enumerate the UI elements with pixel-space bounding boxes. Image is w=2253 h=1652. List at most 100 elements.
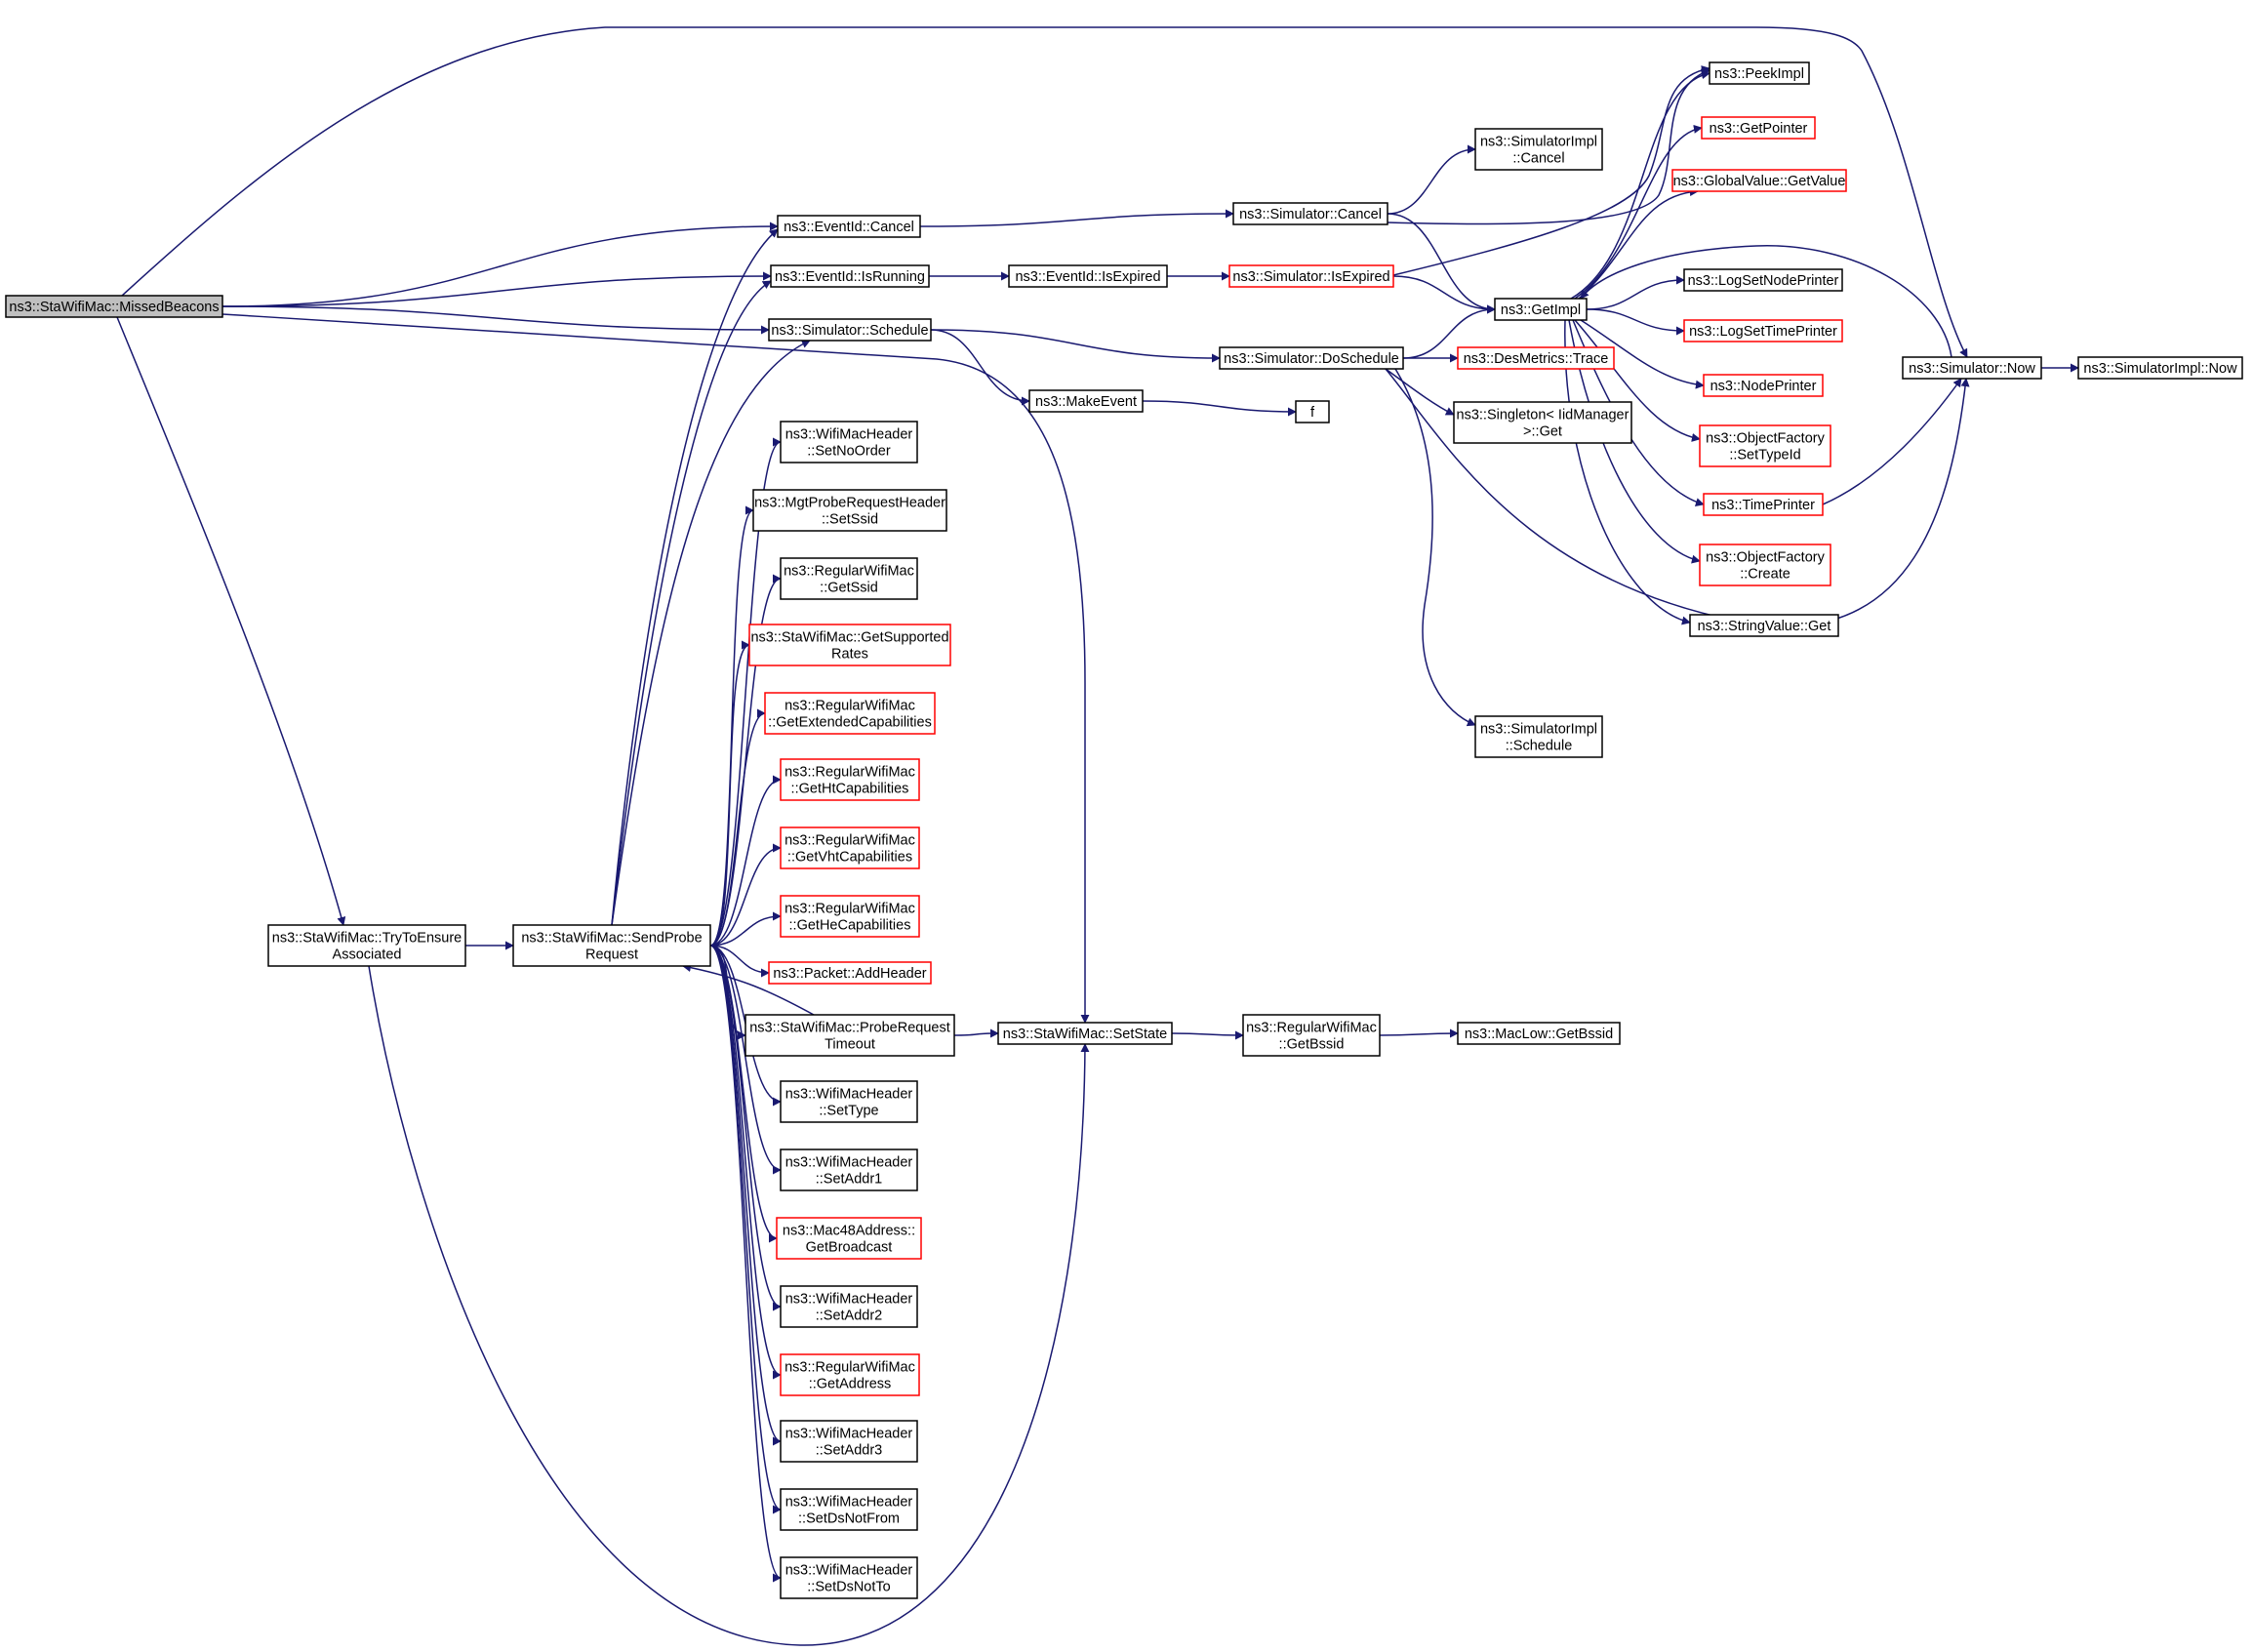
edge-send-to-setssid (709, 505, 754, 947)
node-setssid[interactable]: ns3::MgtProbeRequestHeader::SetSsid (752, 489, 947, 532)
node-box (1683, 319, 1843, 342)
edge-send-to-gethe (709, 911, 782, 947)
node-label: ::GetHeCapabilities (789, 918, 911, 934)
node-schedule[interactable]: ns3::Simulator::Schedule (768, 318, 932, 342)
node-setaddr1[interactable]: ns3::WifiMacHeader::SetAddr1 (780, 1148, 918, 1191)
node-peekimpl[interactable]: ns3::PeekImpl (1709, 61, 1810, 85)
node-maclowbssid[interactable]: ns3::MacLow::GetBssid (1457, 1022, 1621, 1045)
node-timeprinter[interactable]: ns3::TimePrinter (1703, 493, 1824, 516)
node-simimplcancel[interactable]: ns3::SimulatorImpl::Cancel (1474, 128, 1603, 171)
node-layer: ns3::StaWifiMac::MissedBeaconsns3::StaWi… (5, 61, 2243, 1599)
edge-missed-to-schedule (221, 305, 770, 335)
node-stringget[interactable]: ns3::StringValue::Get (1689, 614, 1839, 637)
node-box (780, 1556, 918, 1599)
node-isexpired[interactable]: ns3::EventId::IsExpired (1008, 264, 1168, 288)
node-simcancel[interactable]: ns3::Simulator::Cancel (1232, 202, 1388, 225)
node-simnow[interactable]: ns3::Simulator::Now (1902, 356, 2042, 380)
node-label: ns3::StaWifiMac::GetSupported (750, 630, 948, 646)
node-label: ns3::NodePrinter (1710, 379, 1817, 394)
node-ofsettypeid[interactable]: ns3::ObjectFactory::SetTypeId (1699, 424, 1831, 467)
node-label: >::Get (1523, 424, 1562, 440)
node-label: ns3::StaWifiMac::MissedBeacons (9, 300, 219, 315)
node-evcancel[interactable]: ns3::EventId::Cancel (777, 215, 921, 238)
node-missed[interactable]: ns3::StaWifiMac::MissedBeacons (5, 295, 223, 318)
node-getext[interactable]: ns3::RegularWifiMac::GetExtendedCapabili… (764, 692, 936, 735)
node-box (780, 758, 920, 801)
node-setaddr2[interactable]: ns3::WifiMacHeader::SetAddr2 (780, 1285, 918, 1328)
node-lognodeprinter[interactable]: ns3::LogSetNodePrinter (1683, 268, 1843, 292)
node-label: ns3::WifiMacHeader (785, 1155, 913, 1171)
edge-send-to-setaddr2 (709, 945, 782, 1311)
node-simisexpired[interactable]: ns3::Simulator::IsExpired (1228, 264, 1394, 288)
node-bcast[interactable]: ns3::Mac48Address::GetBroadcast (776, 1217, 922, 1260)
edge-send-to-schedule (611, 340, 811, 926)
node-getssid[interactable]: ns3::RegularWifiMac::GetSsid (780, 557, 918, 600)
node-simimplsched[interactable]: ns3::SimulatorImpl::Schedule (1474, 715, 1603, 758)
node-label: ns3::Simulator::DoSchedule (1224, 351, 1399, 367)
node-box (1028, 389, 1144, 413)
node-getpointer[interactable]: ns3::GetPointer (1701, 116, 1816, 140)
node-singleton[interactable]: ns3::Singleton< IidManager>::Get (1453, 401, 1632, 444)
node-box (1008, 264, 1168, 288)
node-label: ns3::RegularWifiMac (1246, 1021, 1377, 1036)
node-box (768, 961, 932, 985)
node-trace[interactable]: ns3::DesMetrics::Trace (1457, 346, 1615, 370)
node-box (1709, 61, 1810, 85)
node-label: Associated (333, 947, 402, 963)
node-label: ::SetAddr3 (816, 1443, 883, 1459)
node-label: ns3::StaWifiMac::ProbeRequest (749, 1021, 950, 1036)
node-label: ns3::EventId::IsExpired (1015, 269, 1160, 285)
node-getvht[interactable]: ns3::RegularWifiMac::GetVhtCapabilities (780, 826, 920, 869)
node-gvget[interactable]: ns3::GlobalValue::GetValue (1671, 169, 1847, 192)
node-label: f (1310, 405, 1315, 421)
node-box (1228, 264, 1394, 288)
edge-doschedule-to-simimplsched (1394, 368, 1476, 727)
node-setdsnotfrom[interactable]: ns3::WifiMacHeader::SetDsNotFrom (780, 1488, 918, 1531)
node-settype[interactable]: ns3::WifiMacHeader::SetType (780, 1080, 918, 1123)
edge-doschedule-to-getimpl (1402, 304, 1496, 359)
node-label: ns3::SimulatorImpl::Now (2083, 361, 2237, 377)
edge-missed-to-simnow (121, 26, 1968, 358)
node-box (1494, 298, 1588, 321)
node-addheader[interactable]: ns3::Packet::AddHeader (768, 961, 932, 985)
node-getaddr[interactable]: ns3::RegularWifiMac::GetAddress (780, 1353, 920, 1396)
node-setaddr3[interactable]: ns3::WifiMacHeader::SetAddr3 (780, 1420, 918, 1463)
node-ofcreate[interactable]: ns3::ObjectFactory::Create (1699, 544, 1831, 586)
node-logtimeprinter[interactable]: ns3::LogSetTimePrinter (1683, 319, 1843, 342)
node-setnoorder[interactable]: ns3::WifiMacHeader::SetNoOrder (780, 421, 918, 463)
node-label: ::GetSsid (820, 581, 878, 596)
node-getht[interactable]: ns3::RegularWifiMac::GetHtCapabilities (780, 758, 920, 801)
node-label: ::GetExtendedCapabilities (768, 715, 932, 731)
node-f[interactable]: f (1295, 400, 1330, 423)
node-label: ns3::RegularWifiMac (785, 699, 915, 714)
node-running[interactable]: ns3::EventId::IsRunning (770, 264, 930, 288)
node-getbssid[interactable]: ns3::RegularWifiMac::GetBssid (1242, 1014, 1381, 1057)
node-makeevent[interactable]: ns3::MakeEvent (1028, 389, 1144, 413)
node-setdsnotto[interactable]: ns3::WifiMacHeader::SetDsNotTo (780, 1556, 918, 1599)
node-gethe[interactable]: ns3::RegularWifiMac::GetHeCapabilities (780, 895, 920, 938)
node-doschedule[interactable]: ns3::Simulator::DoSchedule (1219, 346, 1404, 370)
node-getimpl[interactable]: ns3::GetImpl (1494, 298, 1588, 321)
node-label: ::Cancel (1512, 151, 1564, 167)
node-simimplnow[interactable]: ns3::SimulatorImpl::Now (2077, 356, 2243, 380)
node-label: ns3::GlobalValue::GetValue (1673, 174, 1846, 189)
edge-getimpl-to-getpointer (1574, 124, 1703, 300)
edge-getimpl-to-ofsettypeid (1574, 319, 1701, 442)
node-box (1453, 401, 1632, 444)
edge-send-to-getaddr (709, 945, 782, 1380)
node-box (1671, 169, 1847, 192)
node-label: ::SetSsid (822, 512, 878, 528)
node-box (1683, 268, 1843, 292)
node-label: ns3::WifiMacHeader (785, 1292, 913, 1308)
node-nodeprinter[interactable]: ns3::NodePrinter (1703, 374, 1824, 397)
node-box (1457, 346, 1615, 370)
node-box (1689, 614, 1839, 637)
node-setstate[interactable]: ns3::StaWifiMac::SetState (997, 1022, 1173, 1045)
node-label: ns3::WifiMacHeader (785, 1087, 913, 1103)
node-label: ns3::PeekImpl (1714, 66, 1804, 82)
node-box (1701, 116, 1816, 140)
